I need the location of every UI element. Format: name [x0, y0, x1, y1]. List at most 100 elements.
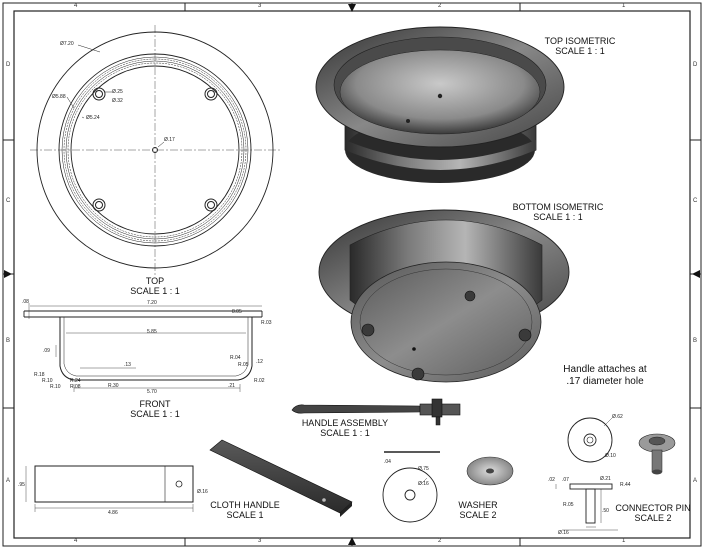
pin-dim-002: .02 [548, 477, 555, 483]
center-mark-left [4, 270, 12, 278]
bottom-isometric-scale: SCALE 1 : 1 [533, 212, 583, 222]
front-dim-wall-offset: .09 [43, 348, 50, 354]
handle-assembly-title: HANDLE ASSEMBLY SCALE 1 : 1 [290, 418, 400, 438]
washer-dim-outer: Ø.75 [418, 466, 429, 472]
connector-pin-drawing [555, 417, 618, 531]
center-mark-top [348, 4, 356, 12]
top-dim-outer-diameter: Ø7.20 [60, 41, 74, 47]
washer-title: WASHER SCALE 2 [443, 500, 513, 520]
zone-label-top-3: 3 [258, 3, 262, 9]
pin-dim-r005: R.05 [563, 502, 574, 508]
bottom-isometric-title: BOTTOM ISOMETRIC SCALE 1 : 1 [503, 202, 613, 222]
front-view-drawing [23, 303, 263, 392]
mount-hole-tr [204, 87, 218, 101]
zone-label-bottom-2: 2 [438, 538, 442, 544]
front-dim-body-width: 5.85 [147, 329, 157, 335]
front-dim-r024: R.24 [70, 378, 81, 384]
front-dim-base-width: 5.70 [147, 389, 157, 395]
washer-dim-thickness: .04 [384, 459, 391, 465]
handle-assembly-scale: SCALE 1 : 1 [320, 428, 370, 438]
front-dim-r003: R.03 [261, 320, 272, 326]
top-view-scale: SCALE 1 : 1 [130, 286, 180, 296]
front-dim-r010-b: R.10 [50, 384, 61, 390]
front-dim-r002: R.02 [254, 378, 265, 384]
pin-dim-021: Ø.21 [600, 476, 611, 482]
front-dim-013: .13 [124, 362, 131, 368]
zone-label-right-C: C [693, 198, 698, 204]
note-line-1: Handle attaches at [563, 364, 647, 375]
zone-label-bottom-4: 4 [74, 538, 78, 544]
front-view-scale: SCALE 1 : 1 [130, 409, 180, 419]
top-isometric-scale: SCALE 1 : 1 [555, 46, 605, 56]
front-dim-r030: R.30 [108, 383, 119, 389]
pin-dim-007: .07 [562, 477, 569, 483]
pin-dim-shaft-diameter: Ø.16 [558, 530, 569, 536]
bottom-isometric-render [318, 209, 570, 383]
zone-label-left-B: B [6, 338, 11, 344]
front-dim-r018: R.18 [34, 372, 45, 378]
mount-hole-bl [92, 198, 106, 212]
pin-dim-shaft-length: .50 [602, 508, 609, 514]
zone-label-bottom-1: 1 [622, 538, 626, 544]
zone-label-left-A: A [6, 478, 11, 484]
top-view-name: TOP [145, 276, 165, 286]
front-view-title: FRONT SCALE 1 : 1 [105, 399, 205, 419]
cloth-handle-title: CLOTH HANDLE SCALE 1 [195, 500, 295, 520]
cloth-dim-height: .95 [18, 482, 25, 488]
front-dim-805: 8.05 [232, 309, 242, 315]
cloth-handle-scale: SCALE 1 [226, 510, 264, 520]
front-dim-overall-width: 7.20 [147, 300, 157, 306]
zone-label-right-B: B [693, 338, 698, 344]
zone-label-top-4: 4 [74, 3, 78, 9]
top-view-title: TOP SCALE 1 : 1 [105, 276, 205, 296]
top-dim-center-hole: Ø.17 [164, 137, 175, 143]
cloth-dim-length: 4.86 [108, 510, 118, 516]
bottom-isometric-name: BOTTOM ISOMETRIC [512, 202, 604, 212]
connector-pin-render [638, 433, 676, 475]
center-mark-bottom [348, 537, 356, 545]
cloth-handle-flat-drawing [25, 465, 194, 512]
top-dim-rim-diameter: Ø5.88 [52, 94, 66, 100]
zone-label-left-D: D [6, 62, 11, 68]
connector-pin-name: CONNECTOR PIN [615, 503, 691, 513]
front-dim-021: .21 [228, 383, 235, 389]
top-dim-hole-032: Ø.32 [112, 98, 123, 104]
washer-scale: SCALE 2 [459, 510, 497, 520]
front-dim-r010-a: R.10 [42, 378, 53, 384]
top-isometric-render [315, 26, 565, 183]
zone-label-bottom-3: 3 [258, 538, 262, 544]
top-dim-inner-diameter: Ø5.24 [86, 115, 100, 121]
mount-hole-tl [92, 87, 106, 101]
zone-label-top-2: 2 [438, 3, 442, 9]
zone-label-right-D: D [693, 62, 698, 68]
front-dim-012: .12 [256, 359, 263, 365]
front-dim-r004: R.04 [230, 355, 241, 361]
cloth-dim-hole: Ø.16 [197, 489, 208, 495]
washer-name: WASHER [458, 500, 498, 510]
pin-dim-r044: R.44 [620, 482, 631, 488]
front-dim-r008: R.08 [70, 384, 81, 390]
pin-dim-head-diameter: Ø.62 [612, 414, 623, 420]
top-isometric-name: TOP ISOMETRIC [544, 36, 616, 46]
washer-drawing [382, 451, 514, 523]
zone-label-left-C: C [6, 198, 11, 204]
front-view-name: FRONT [139, 399, 171, 409]
zone-label-top-1: 1 [622, 3, 626, 9]
top-dim-hole-025: Ø.25 [112, 89, 123, 95]
pin-dim-bore: Ø.10 [605, 453, 616, 459]
center-hole [152, 147, 158, 153]
front-dim-flange-thickness: .08 [22, 299, 29, 305]
cloth-handle-strap-render [209, 439, 353, 517]
connector-pin-scale: SCALE 2 [634, 513, 672, 523]
zone-label-right-A: A [693, 478, 698, 484]
connector-pin-title: CONNECTOR PIN SCALE 2 [610, 503, 696, 523]
front-dim-r005: R.05 [238, 362, 249, 368]
cloth-handle-name: CLOTH HANDLE [210, 500, 280, 510]
note-line-2: .17 diameter hole [566, 376, 644, 387]
top-isometric-title: TOP ISOMETRIC SCALE 1 : 1 [530, 36, 630, 56]
handle-attachment-note: Handle attaches at .17 diameter hole [540, 364, 670, 388]
top-view-drawing [30, 25, 280, 275]
handle-assembly-name: HANDLE ASSEMBLY [301, 418, 389, 428]
